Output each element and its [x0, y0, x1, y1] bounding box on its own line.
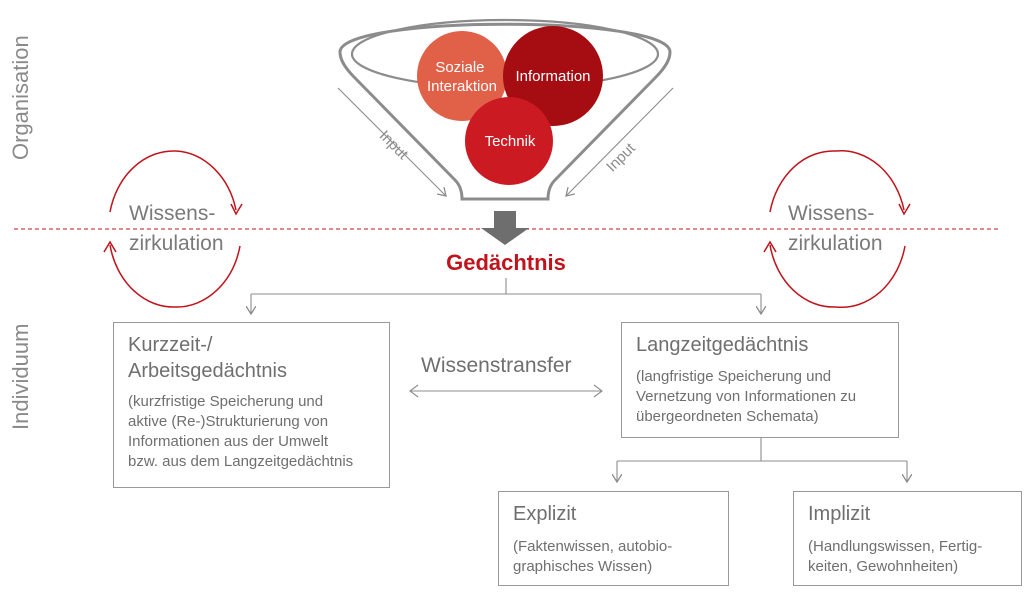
wissenstransfer-label: Wissenstransfer	[421, 354, 572, 377]
circulation-loop-left	[103, 150, 243, 308]
circulation-loop-right	[763, 150, 911, 309]
input-arrow-left	[337, 87, 446, 196]
circle-label-information: Information	[515, 68, 590, 85]
explizit-description: (Faktenwissen, autobio- graphisches Wiss…	[513, 538, 673, 575]
box-explizit: Explizit (Faktenwissen, autobio- graphis…	[498, 491, 729, 586]
wissenstransfer-arrow	[409, 384, 603, 398]
langzeit-description: (langfristige Speicherung und Vernetzung…	[636, 368, 857, 425]
input-arrow-right	[566, 87, 674, 196]
circulation-label-right: Wissens- zirkulation	[788, 202, 883, 255]
circle-technik	[465, 97, 553, 185]
circle-soziale-interaktion	[417, 31, 507, 121]
box-kurzzeitgedaechtnis: Kurzzeit-/ Arbeitsgedächtnis (kurzfristi…	[113, 322, 390, 488]
side-label-individuum: Individuum	[8, 323, 33, 430]
side-label-organisation: Organisation	[8, 35, 33, 160]
box-langzeitgedaechtnis: Langzeitgedächtnis (langfristige Speiche…	[621, 322, 899, 438]
explizit-title: Explizit	[513, 503, 577, 525]
input-label-right: Input	[603, 139, 639, 175]
box-implizit: Implizit (Handlungswissen, Fertig- keite…	[793, 491, 1022, 586]
longterm-branch-connector	[617, 438, 907, 482]
implizit-title: Implizit	[808, 503, 871, 525]
kurzzeit-title: Kurzzeit-/ Arbeitsgedächtnis	[128, 334, 287, 382]
circle-label-soziale: Soziale Interaktion	[427, 59, 497, 95]
langzeit-title: Langzeitgedächtnis	[636, 334, 809, 356]
gedaechtnis-title: Gedächtnis	[446, 250, 566, 275]
memory-branch-connector	[251, 278, 761, 314]
circle-information	[503, 26, 603, 126]
funnel-output-arrow	[481, 211, 529, 245]
kurzzeit-description: (kurzfristige Speicherung und aktive (Re…	[128, 393, 354, 470]
circulation-label-left: Wissens- zirkulation	[129, 202, 224, 255]
implizit-description: (Handlungswissen, Fertig- keiten, Gewohn…	[808, 538, 983, 575]
circle-label-technik: Technik	[485, 133, 536, 150]
